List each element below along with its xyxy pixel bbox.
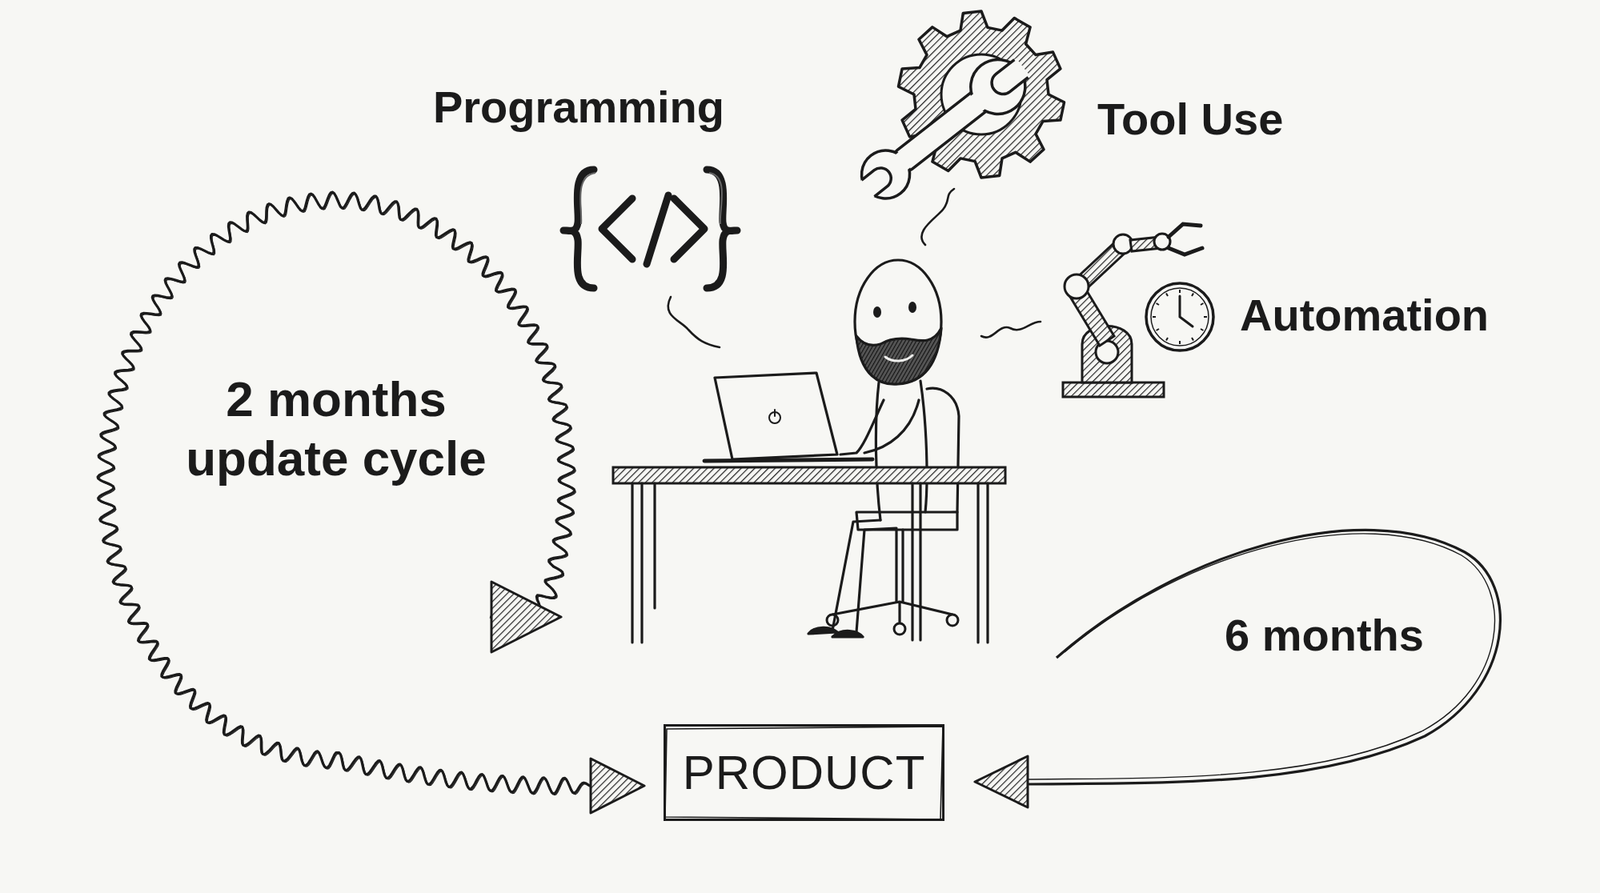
clock-tick bbox=[1191, 293, 1194, 297]
clock-tick bbox=[1156, 328, 1159, 331]
clock-tick bbox=[1166, 293, 1168, 297]
annotation-label: 2 months update cycle bbox=[184, 369, 489, 490]
desk-top bbox=[613, 467, 1006, 484]
sketch-stroke bbox=[889, 82, 999, 176]
clock-tick bbox=[1156, 303, 1159, 305]
beard bbox=[856, 328, 942, 385]
wavy-loop bbox=[97, 192, 592, 794]
chair-back bbox=[926, 388, 959, 514]
wrench bbox=[847, 45, 1040, 213]
chair-base bbox=[832, 601, 953, 625]
six-month-loop bbox=[974, 529, 1500, 808]
desk-leg bbox=[912, 483, 921, 641]
clock-face bbox=[1146, 283, 1214, 351]
eye bbox=[908, 301, 917, 313]
desk-leg bbox=[978, 483, 988, 643]
laptop-base bbox=[704, 459, 873, 462]
clock-hands bbox=[1179, 296, 1193, 327]
clock-tick bbox=[1191, 337, 1194, 341]
leader-squiggle bbox=[981, 321, 1041, 338]
desk-leg bbox=[653, 483, 656, 609]
slash bbox=[646, 195, 669, 265]
sketch-stroke bbox=[986, 60, 1028, 100]
clock-tick bbox=[1166, 337, 1168, 341]
desk-leg bbox=[632, 483, 642, 643]
arrow-head bbox=[974, 756, 1028, 808]
arrow-head bbox=[491, 581, 562, 653]
chair-wheel bbox=[946, 614, 959, 626]
leader-squiggle bbox=[921, 188, 955, 245]
product-box: PRODUCT bbox=[663, 724, 945, 822]
wavy-loop-shadow bbox=[99, 193, 594, 796]
clock-tick bbox=[1152, 316, 1156, 318]
chevron-left bbox=[601, 198, 633, 260]
robot-base bbox=[1062, 382, 1164, 397]
legs bbox=[832, 520, 897, 633]
annotation-label: Automation bbox=[1239, 288, 1489, 342]
sketch-stroke bbox=[890, 84, 998, 173]
clock-tick bbox=[1178, 289, 1181, 293]
smile bbox=[885, 355, 913, 361]
feet bbox=[808, 627, 863, 638]
arrow-head bbox=[590, 758, 645, 814]
arms bbox=[840, 400, 919, 455]
clock-tick bbox=[1200, 303, 1204, 305]
sketch-outline bbox=[665, 726, 943, 820]
leader-squiggle bbox=[668, 296, 720, 348]
clock-rim bbox=[1150, 288, 1209, 346]
loop-line bbox=[1027, 529, 1500, 785]
annotation-label: Tool Use bbox=[1097, 92, 1284, 146]
sketch-stroke bbox=[861, 164, 895, 197]
person-at-desk bbox=[613, 260, 1006, 643]
node-text: PRODUCT bbox=[682, 745, 927, 801]
wavy-cycle-arrow bbox=[97, 192, 645, 814]
robot-gripper bbox=[1168, 224, 1203, 255]
chair-stem bbox=[896, 529, 903, 602]
laptop-screen bbox=[714, 372, 838, 460]
annotation-label: 6 months bbox=[1224, 608, 1424, 662]
brace-shading bbox=[580, 172, 722, 225]
clock-tick bbox=[1203, 316, 1208, 318]
brace-left bbox=[563, 169, 594, 289]
code-icon bbox=[563, 169, 738, 348]
annotation-label: Programming bbox=[433, 80, 725, 134]
loop-line-sketch bbox=[1027, 533, 1495, 780]
chair-wheel bbox=[894, 623, 906, 635]
laptop-logo bbox=[773, 409, 776, 417]
robot-arm-icon bbox=[981, 224, 1214, 397]
sketch-stroke bbox=[858, 170, 887, 200]
clock-tick bbox=[1200, 328, 1204, 331]
sketch-stroke bbox=[995, 58, 1030, 93]
robot-joint bbox=[1064, 274, 1089, 299]
chevron-right bbox=[673, 198, 705, 260]
clock-tick bbox=[1178, 340, 1181, 345]
gear-wrench-icon bbox=[847, 11, 1065, 245]
eye bbox=[873, 306, 882, 318]
